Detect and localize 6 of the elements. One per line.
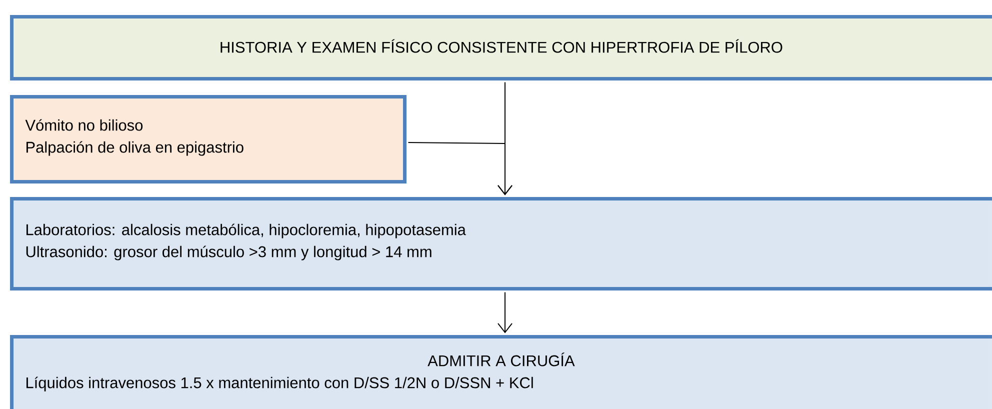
arrow xyxy=(498,292,512,334)
arrow xyxy=(408,142,512,196)
symptom-box: Vómito no bilioso Palpación de oliva en epigastrio xyxy=(10,95,406,184)
heading-box: HISTORIA Y EXAMEN FÍSICO CONSISTENTE CON HIPERTROFIA DE PÍLORO xyxy=(10,15,992,80)
action-box: ADMITIR A CIRUGÍA Líquidos intravenosos 1.5 x mantenimiento con D/SS 1/2N o D/SSN + KCl xyxy=(10,335,992,409)
findings-box: Laboratorios: alcalosis metabólica, hipocloremia, hipopotasemia Ultrasonido: grosor del músculo >3 mm y longitud > 14 mm xyxy=(10,197,992,290)
